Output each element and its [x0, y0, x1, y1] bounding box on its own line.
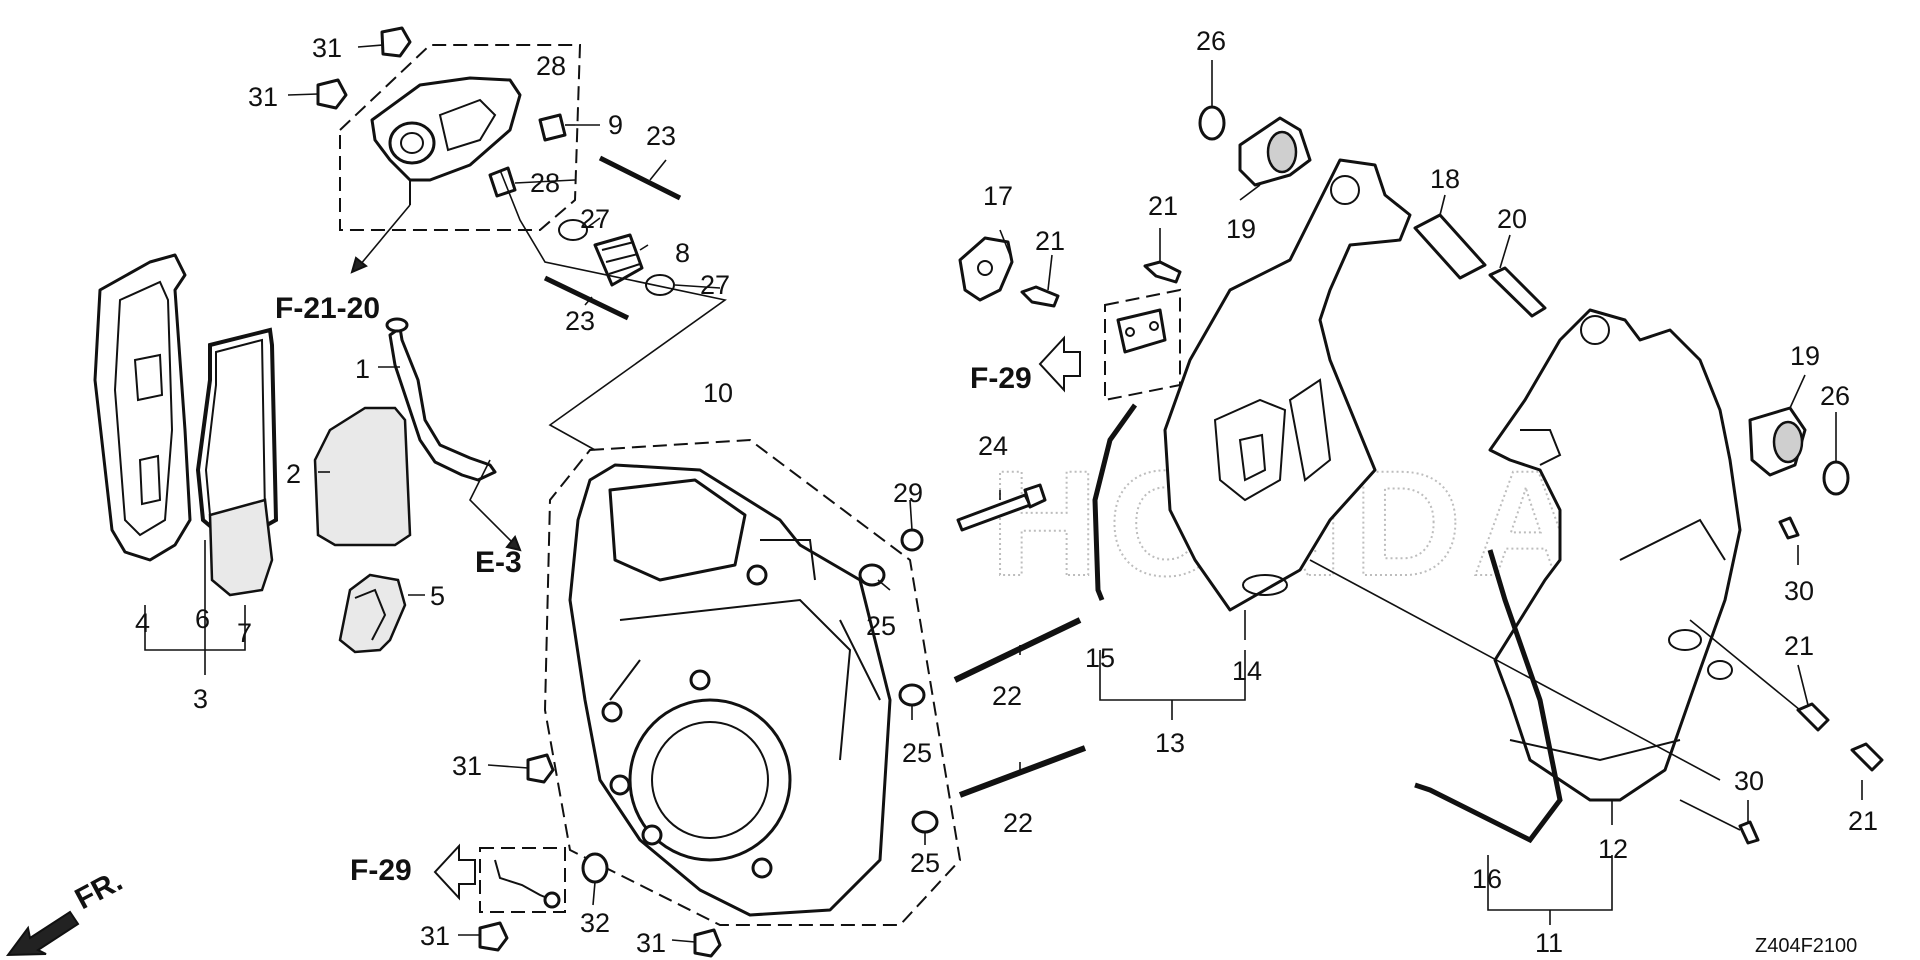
- ref-f29-bottom: F-29: [350, 854, 412, 887]
- callout-27: 27: [700, 270, 730, 300]
- part-23-studs: [543, 155, 682, 321]
- f21-20-arrow: [350, 204, 411, 274]
- e3-arrow: [469, 459, 522, 552]
- bracket-f29-bottom-box: [479, 847, 566, 913]
- callout-25: 25: [866, 611, 896, 641]
- callout-23: 23: [646, 121, 676, 151]
- callout-15: 15: [1085, 643, 1115, 673]
- wire-terminal: [494, 859, 561, 909]
- callout-31: 31: [452, 751, 482, 781]
- callout-7: 7: [237, 618, 252, 648]
- bracket-9-box: [339, 44, 582, 231]
- part-32-washer: [581, 852, 609, 884]
- part-19-bearings: [1238, 116, 1807, 477]
- callout-30: 30: [1784, 576, 1814, 606]
- fr-direction-arrow: [5, 910, 80, 957]
- callout-10: 10: [703, 378, 733, 408]
- clip-plate: [1116, 308, 1167, 354]
- callout-11: 11: [1535, 928, 1563, 958]
- part-1-tube: [385, 317, 497, 482]
- callout-25: 25: [902, 738, 932, 768]
- part-20-pin: [1488, 266, 1547, 318]
- callout-27: 27: [580, 204, 610, 234]
- callout-19: 19: [1790, 341, 1820, 371]
- callout-6: 6: [195, 604, 210, 634]
- callout-31: 31: [248, 82, 278, 112]
- callout-22: 22: [992, 681, 1022, 711]
- ref-e3: E-3: [475, 546, 522, 579]
- callout-20: 20: [1497, 204, 1527, 234]
- part-21-bolts-right: [1796, 702, 1884, 772]
- callout-28: 28: [530, 168, 560, 198]
- callout-28: 28: [536, 51, 566, 81]
- callout-21: 21: [1148, 191, 1178, 221]
- callout-26: 26: [1820, 381, 1850, 411]
- diagram-code: Z404F2100: [1755, 935, 1857, 957]
- part-16-seal: [1414, 549, 1563, 844]
- callout-31: 31: [636, 928, 666, 958]
- part-7-filter-small: [208, 498, 274, 597]
- part-14-shroud: [1163, 158, 1412, 612]
- part-24-bolt: [956, 483, 1047, 532]
- callout-30: 30: [1734, 766, 1764, 796]
- part-5-grommet: [338, 573, 407, 654]
- f29-bottom-arrow: [433, 843, 476, 901]
- part-28-collar: [488, 113, 567, 198]
- part-2-filter-element: [313, 406, 412, 547]
- callout-4: 4: [135, 608, 150, 638]
- callout-14: 14: [1232, 656, 1262, 686]
- callout-9: 9: [608, 110, 623, 140]
- callout-2: 2: [286, 459, 301, 489]
- callout-24: 24: [978, 431, 1008, 461]
- part-21-bolts-left: [1020, 260, 1182, 308]
- fr-label: FR.: [70, 864, 128, 916]
- callout-25: 25: [910, 848, 940, 878]
- callout-32: 32: [580, 908, 610, 938]
- callout-29: 29: [893, 478, 923, 508]
- f29-top-arrow: [1038, 335, 1081, 393]
- callout-21: 21: [1035, 226, 1065, 256]
- callout-12: 12: [1598, 834, 1628, 864]
- leader-lines: [144, 44, 1863, 943]
- callout-22: 22: [1003, 808, 1033, 838]
- part-12-shroud: [1488, 308, 1742, 802]
- part-18-pipe: [1413, 213, 1487, 280]
- callout-1: 1: [355, 354, 370, 384]
- part-10-fan-cover: [568, 463, 892, 917]
- callout-16: 16: [1472, 864, 1502, 894]
- callout-21: 21: [1848, 806, 1878, 836]
- callout-17: 17: [983, 181, 1013, 211]
- part-27-o-rings: [558, 219, 675, 296]
- callout-8: 8: [675, 238, 690, 268]
- ref-f29-top: F-29: [970, 362, 1032, 395]
- callout-18: 18: [1430, 164, 1460, 194]
- callout-31: 31: [420, 921, 450, 951]
- callout-26: 26: [1196, 26, 1226, 56]
- part-9-carburetor-base: [370, 76, 522, 205]
- part-31-nuts: [316, 26, 722, 958]
- ref-f21-20: F-21-20: [275, 292, 380, 325]
- callout-23: 23: [565, 306, 595, 336]
- part-22-studs: [953, 617, 1087, 798]
- part-30-screws: [1738, 516, 1800, 845]
- callout-5: 5: [430, 581, 445, 611]
- callout-19: 19: [1226, 214, 1256, 244]
- part-26-washers: [1198, 105, 1850, 496]
- callout-21: 21: [1784, 631, 1814, 661]
- part-29-washer: [900, 528, 924, 552]
- callout-31: 31: [312, 33, 342, 63]
- bracket-10-outline: [543, 438, 962, 926]
- part-17-bracket: [958, 236, 1014, 302]
- part-4-cover: [93, 253, 192, 562]
- callout-3: 3: [193, 684, 208, 714]
- part-8-insulator: [593, 233, 644, 287]
- callout-13: 13: [1155, 728, 1185, 758]
- part-15-seal: [1092, 403, 1138, 601]
